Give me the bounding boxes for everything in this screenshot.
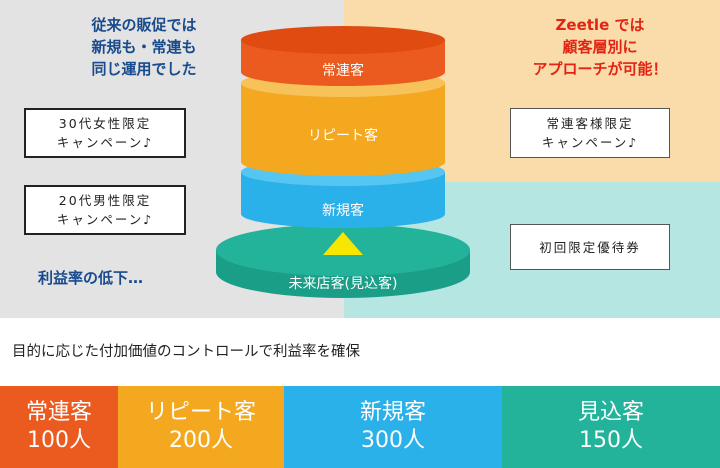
left-headline: 従来の販促では 新規も・常連も 同じ運用でした [44, 14, 244, 80]
left-headline-line: 新規も・常連も [91, 38, 197, 56]
profit-decline-note: 利益率の低下… [38, 269, 144, 287]
segment-prospect: 見込客 150人 [502, 386, 720, 468]
right-headline-line: Zeetle では [555, 16, 645, 34]
tier-regular-disc [241, 26, 445, 86]
campaign-box-regular-customers: 常連客様限定 キャンペーン♪ [510, 108, 670, 158]
tier-label-prospect: 未来店客(見込客) [288, 276, 398, 292]
campaign-box-first-visit: 初回限定優待券 [510, 224, 670, 270]
customer-tier-stack [216, 26, 470, 298]
right-headline-line: アプローチが可能！ [532, 60, 668, 78]
summary-caption: 目的に応じた付加価値のコントロールで利益率を確保 [12, 344, 360, 360]
segment-name: 新規客 [359, 400, 426, 425]
arrow-up-icon [323, 232, 363, 255]
campaign-line: キャンペーン♪ [56, 212, 154, 227]
campaign-line: 20代男性限定 [58, 193, 152, 208]
segment-bar: 常連客 100人 リピート客 200人 新規客 300人 見込客 150人 [0, 386, 720, 468]
segment-repeat: リピート客 200人 [118, 386, 284, 468]
segment-count: 100人 [27, 428, 91, 453]
segment-count: 150人 [579, 428, 643, 453]
segment-name: 見込客 [577, 400, 644, 425]
campaign-box-20s-men: 20代男性限定 キャンペーン♪ [24, 185, 186, 235]
campaign-line: キャンペーン♪ [56, 135, 154, 150]
left-headline-line: 同じ運用でした [91, 60, 197, 78]
segment-regular: 常連客 100人 [0, 386, 118, 468]
left-headline-line: 従来の販促では [91, 16, 197, 34]
right-headline-line: 顧客層別に [562, 38, 638, 56]
tier-label-new: 新規客 [322, 203, 364, 219]
segment-name: リピート客 [145, 400, 256, 425]
campaign-line: 常連客様限定 [546, 116, 634, 131]
campaign-line: 30代女性限定 [58, 116, 152, 131]
campaign-box-30s-women: 30代女性限定 キャンペーン♪ [24, 108, 186, 158]
segment-count: 300人 [361, 428, 425, 453]
tier-label-regular: 常連客 [322, 63, 364, 79]
campaign-line: キャンペーン♪ [541, 135, 639, 150]
segment-count: 200人 [169, 428, 233, 453]
tier-label-repeat: リピート客 [308, 128, 378, 144]
campaign-line: 初回限定優待券 [539, 239, 641, 255]
segment-new: 新規客 300人 [284, 386, 502, 468]
right-headline: Zeetle では 顧客層別に アプローチが可能！ [500, 14, 700, 80]
segment-name: 常連客 [25, 400, 92, 425]
